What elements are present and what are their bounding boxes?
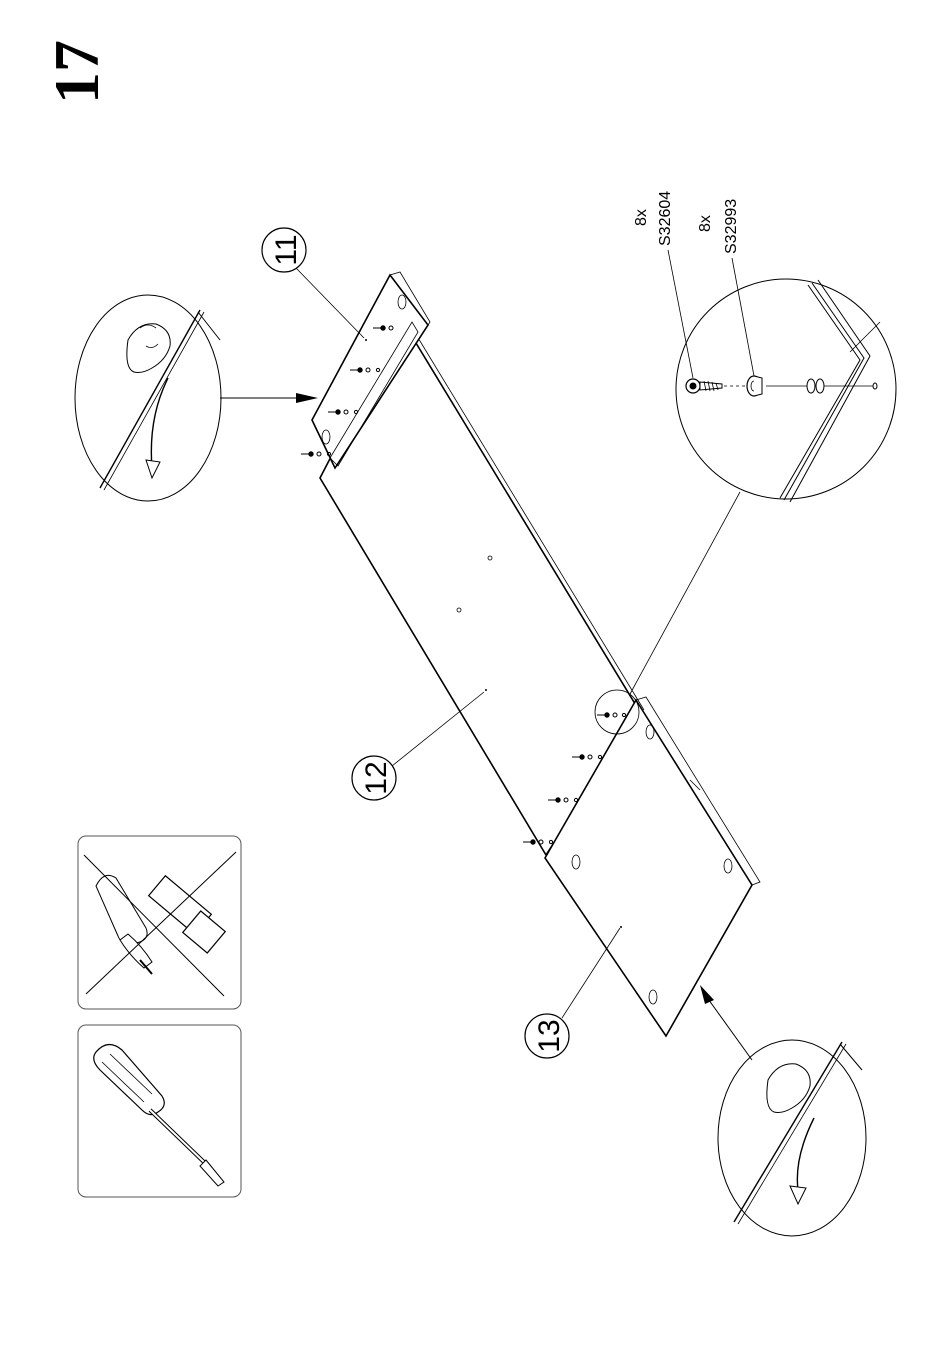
hardware-detail — [676, 279, 896, 502]
tool-box-screwdriver — [78, 1025, 241, 1197]
step-number: 17 — [41, 40, 112, 104]
hand-detail-top — [75, 295, 318, 501]
hardware-label-2: 8x S32993 — [697, 199, 740, 254]
step-number-group: 17 — [41, 40, 112, 104]
arrow-to-panel-13-icon — [700, 985, 714, 1004]
hardware-label-1: 8x S32604 — [633, 191, 674, 246]
callout-12: 12 — [352, 692, 484, 800]
cam-cover-icon — [747, 376, 762, 396]
tool-box-drill — [78, 836, 241, 1009]
hardware-code-1: S32604 — [657, 191, 674, 246]
callout-11: 11 — [262, 228, 364, 338]
hand-detail-bottom — [700, 985, 866, 1236]
part-label-12: 12 — [360, 761, 393, 794]
part-label-13: 13 — [533, 1019, 566, 1052]
arrow-to-panel-11-icon — [296, 393, 318, 403]
hardware-qty-2: 8x — [697, 215, 714, 232]
hardware-qty-1: 8x — [633, 209, 650, 226]
detail-leader — [630, 492, 740, 694]
hardware-code-2: S32993 — [723, 199, 740, 254]
part-label-11: 11 — [270, 234, 303, 265]
